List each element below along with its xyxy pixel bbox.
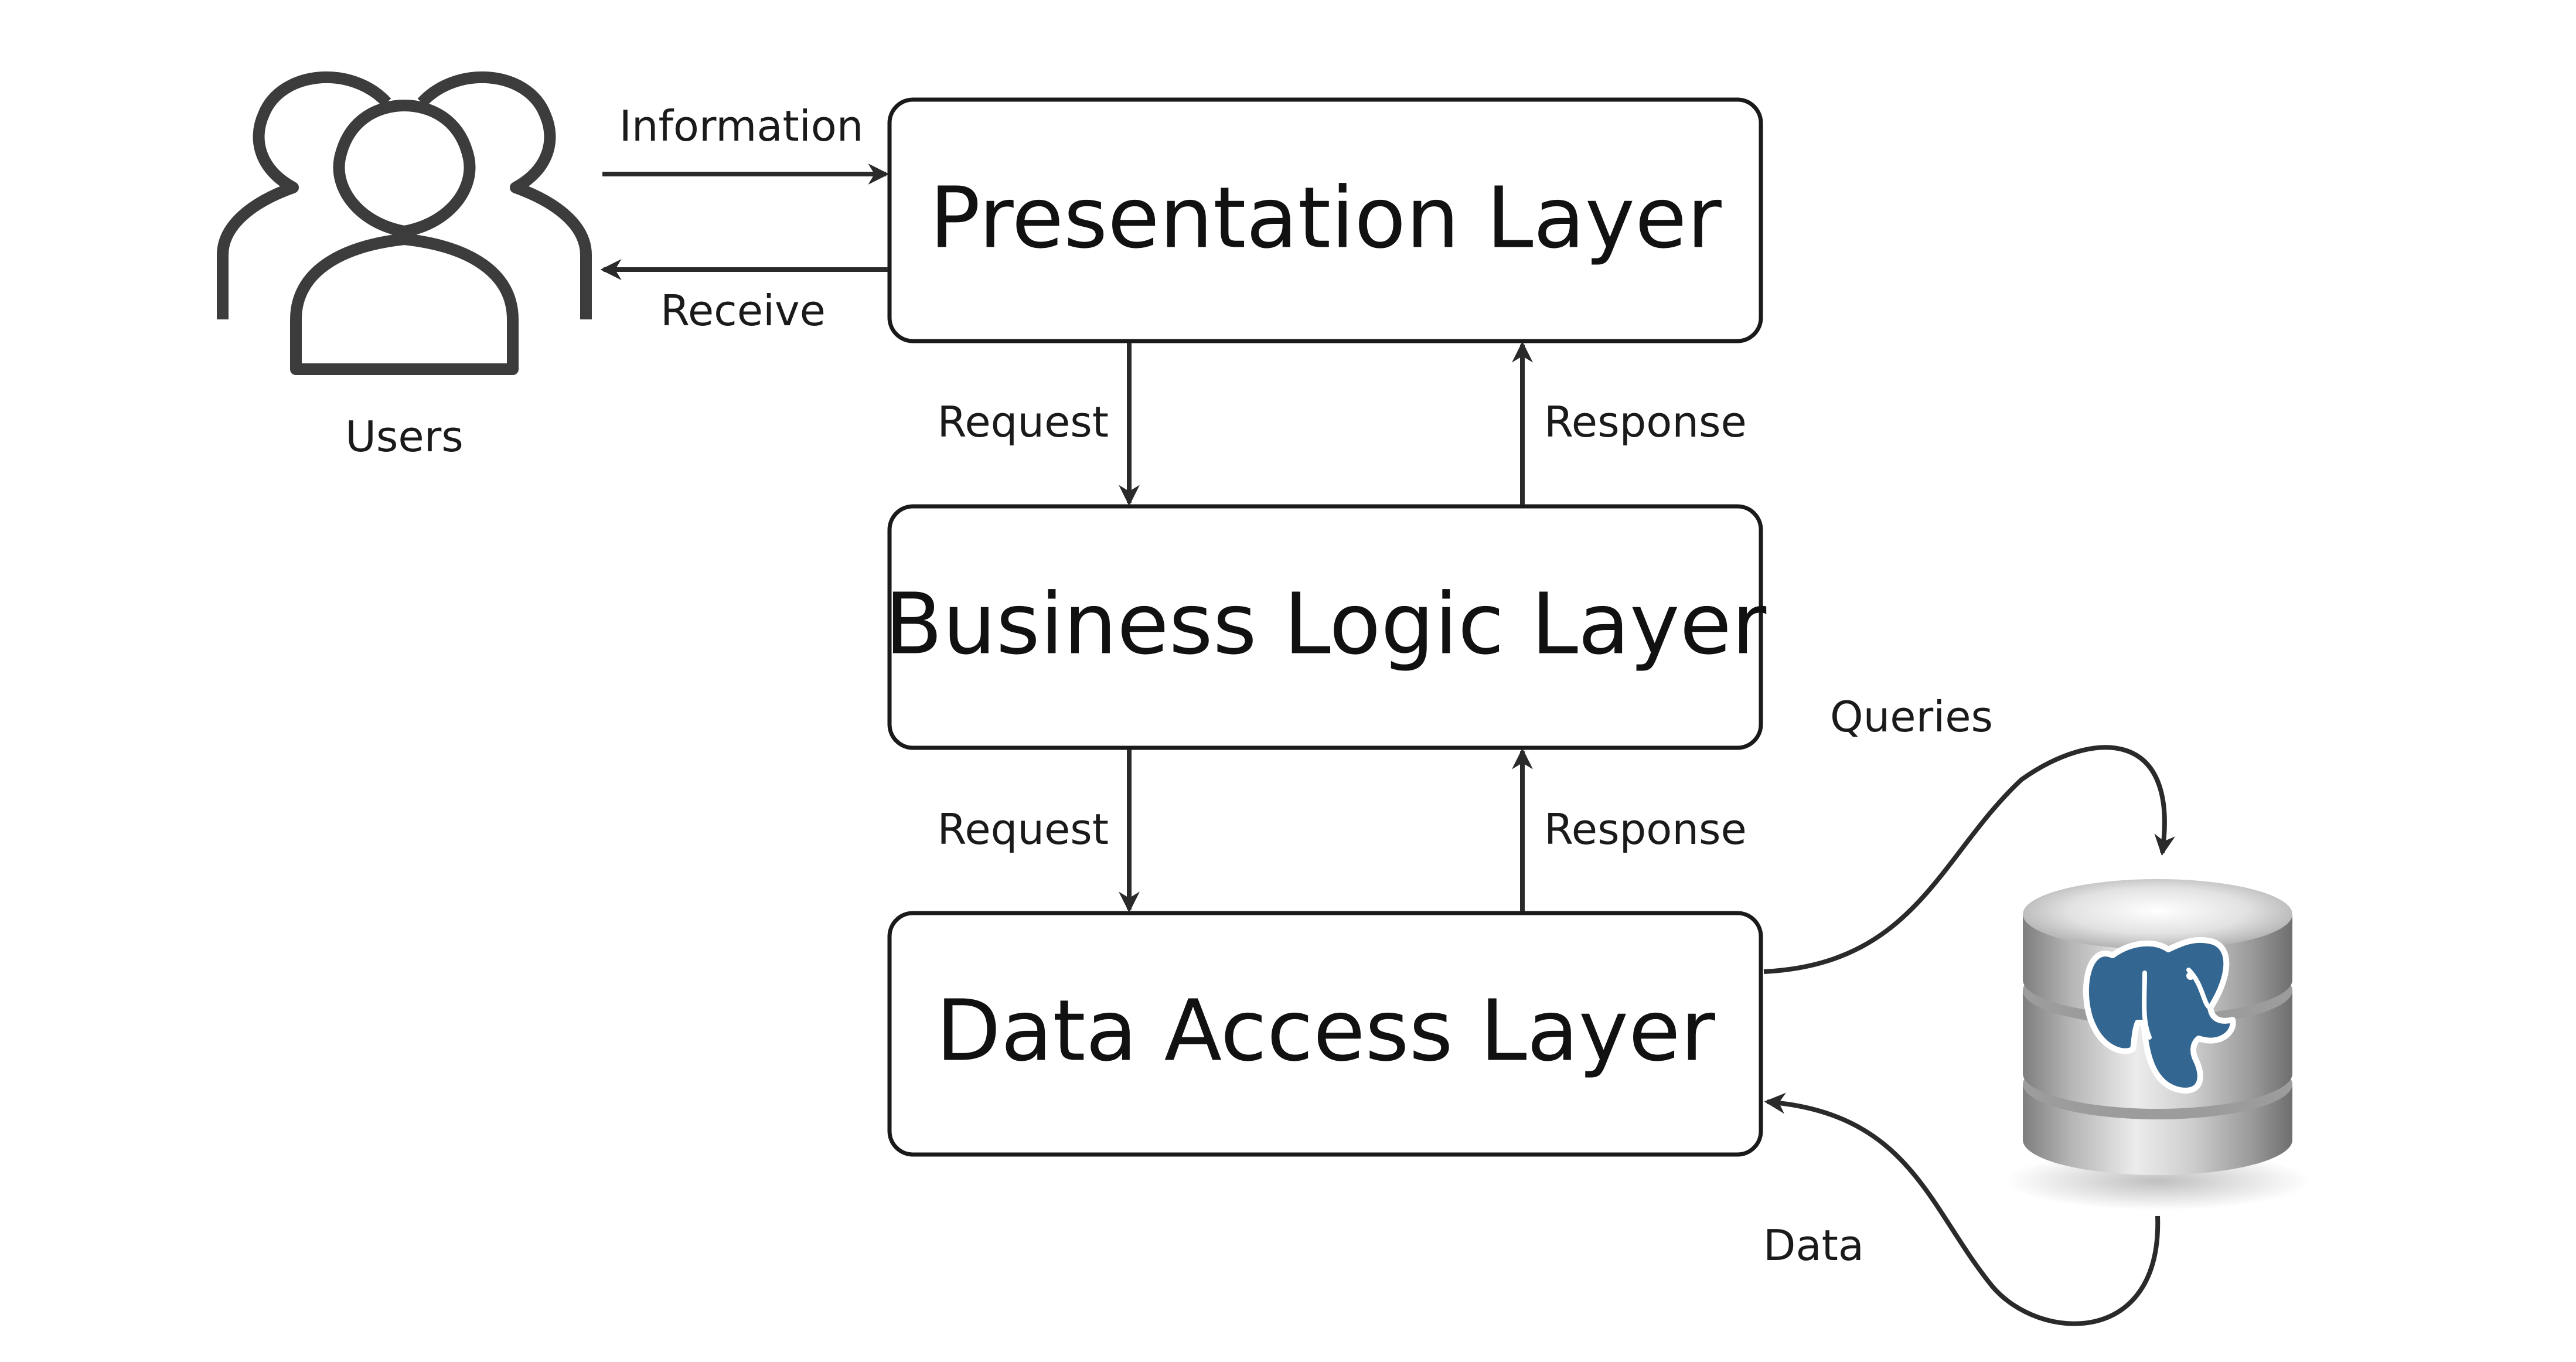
response-label-bottom: Response <box>1544 805 1747 854</box>
data-access-layer-title: Data Access Layer <box>936 982 1716 1080</box>
presentation-layer-title: Presentation Layer <box>929 169 1722 267</box>
users-label: Users <box>345 412 464 461</box>
user-left-outline <box>217 71 391 319</box>
users-icon <box>217 71 592 375</box>
data-arrow <box>1764 1092 2161 1326</box>
user-right-outline <box>417 71 592 319</box>
receive-label: Receive <box>660 286 826 335</box>
postgresql-elephant-icon <box>2083 937 2236 1094</box>
business-logic-layer-box: Business Logic Layer <box>885 504 1767 750</box>
queries-label: Queries <box>1830 692 1993 741</box>
request-label-top: Request <box>938 397 1109 447</box>
data-label: Data <box>1763 1221 1864 1270</box>
request-label-bottom: Request <box>938 805 1109 854</box>
data-access-layer-box: Data Access Layer <box>887 911 1763 1157</box>
business-logic-layer-title: Business Logic Layer <box>885 575 1767 673</box>
queries-arrow <box>1763 745 2176 974</box>
postgresql-database-icon <box>2005 879 2310 1210</box>
user-front-body <box>290 233 519 375</box>
user-front-head <box>333 100 476 237</box>
presentation-layer-box: Presentation Layer <box>887 97 1763 343</box>
information-label: Information <box>619 101 864 151</box>
response-label-top: Response <box>1544 397 1747 447</box>
